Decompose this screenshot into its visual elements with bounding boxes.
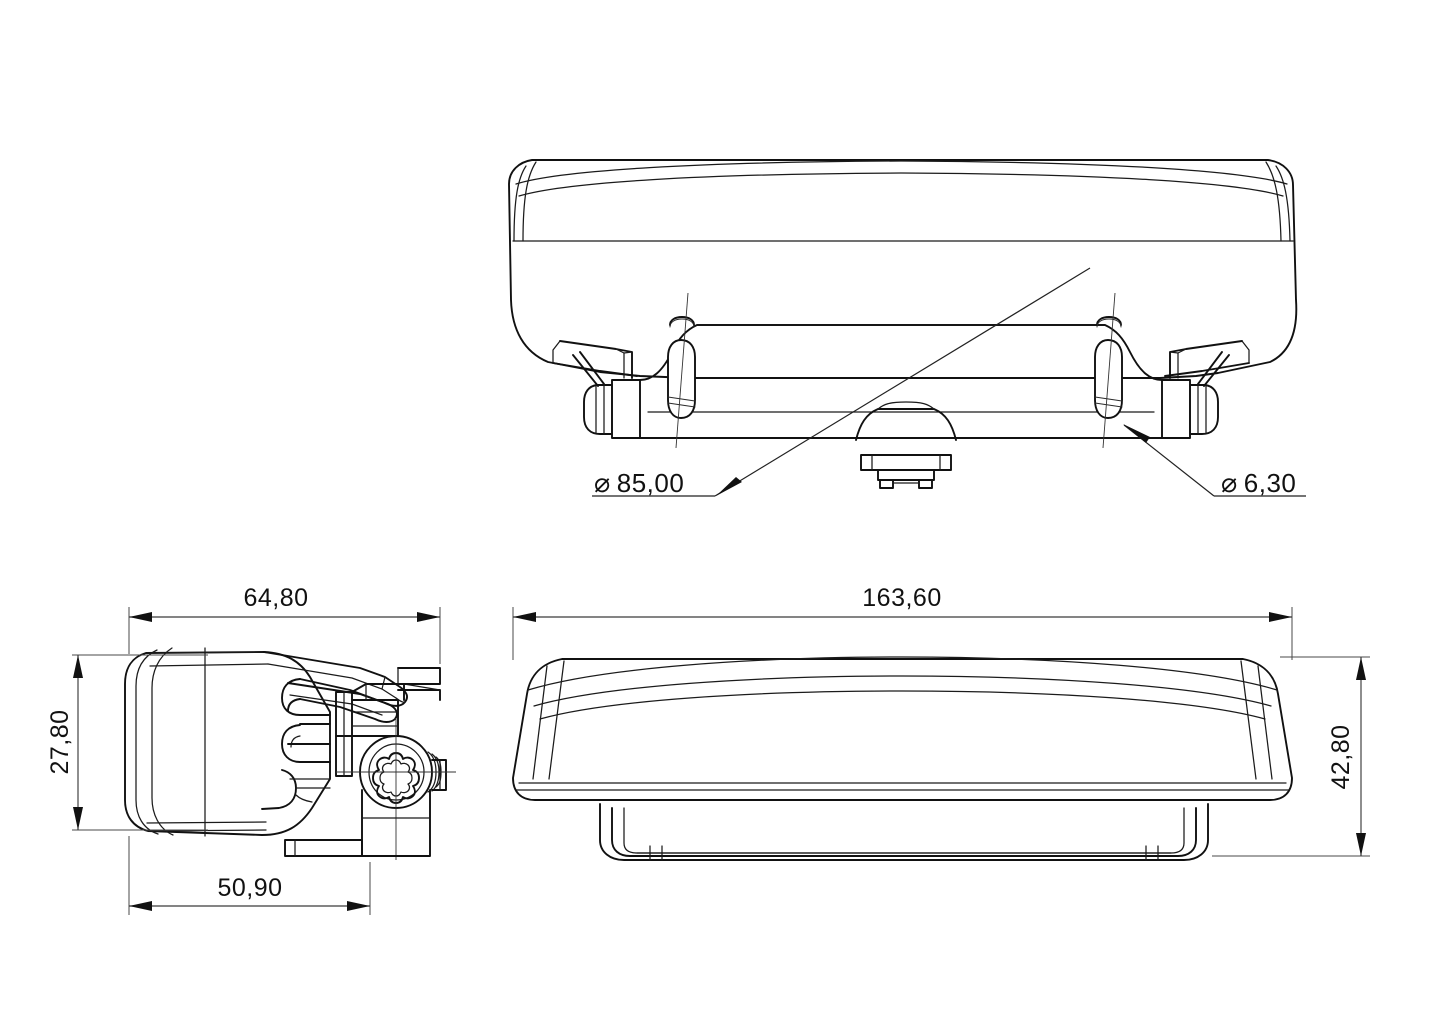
pivot-boss-side [336,718,456,860]
view-side: 64,80 27,80 50,90 [46,584,456,915]
diameter-symbol-630: ⌀ [1221,468,1238,498]
bracket-block-side [335,667,441,777]
dimension-50-90-label: 50,90 [217,874,282,902]
center-boss [855,401,957,441]
callout-diameter-6-30-label: ⌀6,30 [1221,468,1296,498]
cable-gland [860,454,952,489]
view-front: 163,60 42,80 [512,584,1370,861]
hook-arms-side [261,678,331,810]
base-plate-top [639,324,1163,439]
housing-shell-front [512,656,1293,801]
dimension-64-80: 64,80 [128,584,441,664]
dimension-163-60: 163,60 [512,584,1293,660]
mounting-bracket-left [552,340,641,439]
base-rail-front [599,803,1209,861]
dimension-50-90: 50,90 [128,836,371,915]
housing-shell-side [124,647,331,837]
dimension-27-80-label: 27,80 [46,709,74,774]
callout-diameter-85-label: ⌀85,00 [594,468,684,498]
dimension-42-80-label: 42,80 [1327,724,1355,789]
foot-side [284,789,431,857]
dimension-64-80-label: 64,80 [243,584,308,612]
mounting-slot-right [1094,292,1123,449]
dimension-27-80: 27,80 [46,654,208,831]
mounting-slot-left [667,292,696,449]
diameter-symbol-85: ⌀ [594,468,611,498]
view-top: ⌀85,00 ⌀6,30 [508,159,1306,498]
dimension-163-60-label: 163,60 [862,584,941,612]
housing-shell-top [508,159,1298,379]
callout-diameter-6-30: ⌀6,30 [1123,424,1306,498]
dimension-42-80: 42,80 [1212,656,1370,857]
callout-diameter-85: ⌀85,00 [592,267,1091,498]
